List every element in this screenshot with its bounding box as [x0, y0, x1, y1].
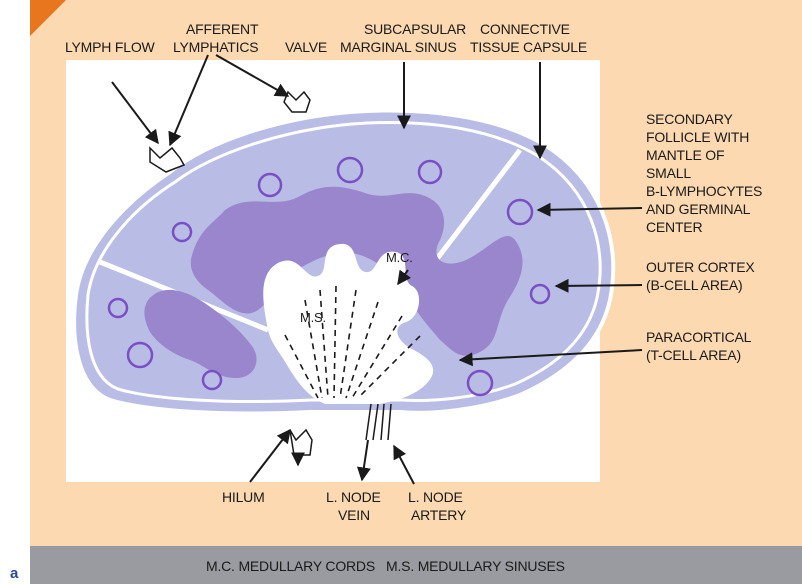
label-secondary-5: B-LYMPHOCYTES — [646, 183, 762, 199]
label-vein-2: VEIN — [338, 507, 370, 523]
label-subcapsular-2: MARGINAL SINUS — [340, 39, 456, 55]
follicle — [338, 158, 362, 182]
label-secondary-1: SECONDARY — [646, 111, 733, 127]
footer-legend: M.C. MEDULLARY CORDS M.S. MEDULLARY SINU… — [206, 558, 565, 574]
label-subcapsular-1: SUBCAPSULAR — [364, 21, 466, 37]
arrow-outer-cortex — [556, 285, 642, 286]
label-secondary-4: SMALL — [646, 165, 691, 181]
follicle — [109, 299, 127, 317]
label-secondary-2: FOLLICLE WITH — [646, 129, 749, 145]
follicle — [468, 371, 492, 395]
follicle — [531, 285, 549, 303]
follicle — [259, 174, 281, 196]
label-paracortical-1: PARACORTICAL — [646, 329, 752, 345]
label-artery-2: ARTERY — [411, 507, 467, 523]
label-afferent-2: LYMPHATICS — [173, 39, 258, 55]
label-artery-1: L. NODE — [408, 489, 463, 505]
label-paracortical-2: (T-CELL AREA) — [646, 347, 741, 363]
label-valve: VALVE — [285, 39, 327, 55]
label-connective-1: CONNECTIVE — [480, 21, 570, 37]
label-lymph-flow: LYMPH FLOW — [65, 39, 156, 55]
follicle — [203, 371, 221, 389]
label-ms: M.S. — [300, 310, 326, 325]
follicle — [173, 223, 191, 241]
label-secondary-3: MANTLE OF — [646, 147, 724, 163]
follicle — [419, 161, 441, 183]
panel-letter: a — [10, 565, 19, 582]
label-outer-cortex-1: OUTER CORTEX — [646, 259, 755, 275]
label-mc: M.C. — [386, 250, 413, 265]
label-secondary-7: CENTER — [646, 219, 702, 235]
label-outer-cortex-2: (B-CELL AREA) — [646, 277, 742, 293]
follicle — [508, 200, 532, 224]
label-afferent-1: AFFERENT — [186, 21, 259, 37]
label-connective-2: TISSUE CAPSULE — [470, 39, 587, 55]
label-vein-1: L. NODE — [326, 489, 381, 505]
follicle — [128, 343, 152, 367]
label-secondary-6: AND GERMINAL — [646, 201, 751, 217]
label-hilum: HILUM — [222, 489, 265, 505]
